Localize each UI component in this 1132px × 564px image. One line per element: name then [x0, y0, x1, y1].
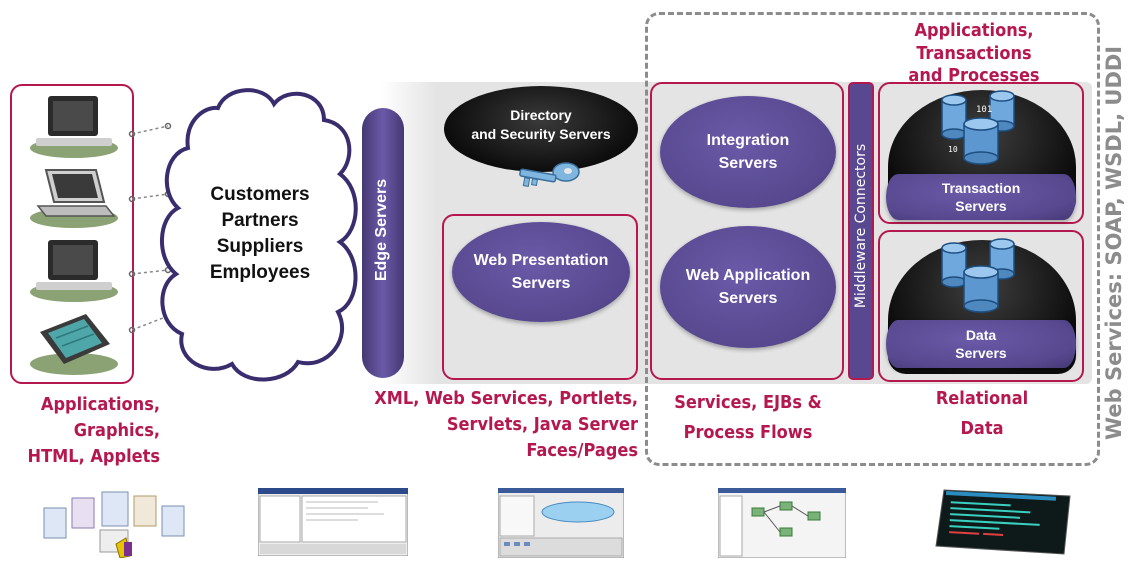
process-flow-thumbnail [718, 488, 846, 558]
edge-servers-pill [362, 108, 404, 378]
directory-security-servers: Directory and Security Servers [444, 86, 638, 172]
desktop-computer-icon [30, 240, 118, 302]
edge-servers-label: Edge Servers [373, 178, 390, 282]
database-cylinders-icon: 101 10 [941, 90, 1015, 165]
web-services-boundary [645, 12, 1100, 466]
database-cylinders-icon [941, 238, 1015, 313]
ide-window-thumbnail [258, 488, 408, 556]
client-devices-box [10, 84, 134, 384]
clients-label: Applications, Graphics, HTML, Applets [27, 394, 160, 467]
network-cloud-shape [160, 88, 358, 382]
laptop-icon [30, 169, 118, 228]
data-servers-box [878, 230, 1084, 382]
middleware-connectors-label: Middleware Connectors [853, 143, 869, 309]
relational-data-label: Relational Data [935, 388, 1029, 439]
key-icon [519, 162, 580, 188]
web-presentation-box [442, 214, 638, 380]
svg-text:10: 10 [948, 145, 958, 154]
cloud-text: Customers Partners Suppliers Employees [209, 184, 311, 283]
desktop-computer-icon [30, 96, 118, 158]
middleware-connectors-bar [848, 82, 874, 380]
portal-designer-thumbnail [498, 488, 624, 558]
terminal-thumbnail [935, 489, 1071, 555]
application-servers-box [650, 82, 844, 380]
services-ejbs-label: Services, EJBs & Process Flows [674, 392, 822, 443]
applications-transactions-label: Applications, Transactions and Processes [908, 20, 1040, 86]
device-connectors [128, 122, 172, 334]
tablet-device-icon [30, 314, 118, 375]
xml-services-label: XML, Web Services, Portlets, Servlets, J… [374, 388, 638, 461]
web-services-side-label: Web Services: SOAP, WSDL, UDDI [1102, 45, 1126, 440]
transaction-servers-box [878, 82, 1084, 224]
svg-text:101: 101 [976, 105, 992, 115]
modeling-tools-thumbnail [43, 491, 185, 558]
